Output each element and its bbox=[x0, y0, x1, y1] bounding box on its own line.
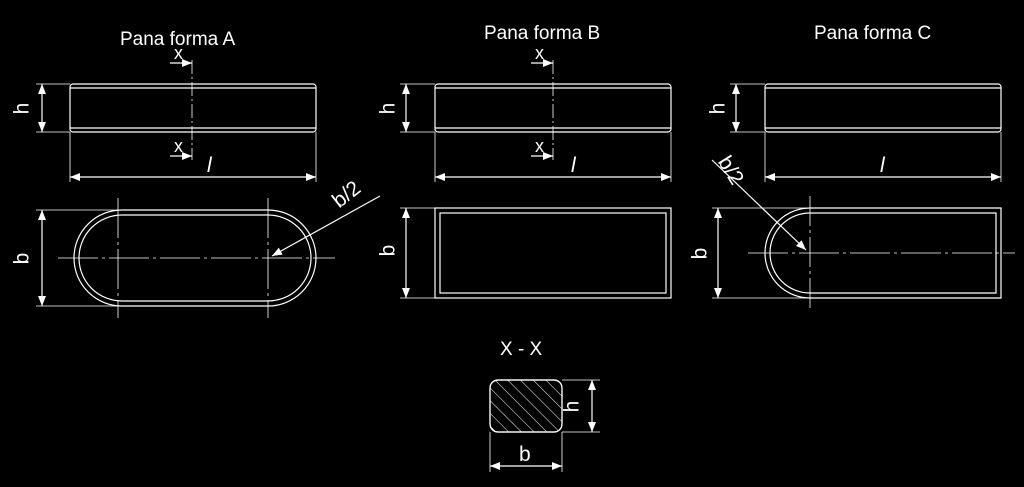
form-c-side-view bbox=[730, 83, 1002, 182]
section-h-label: h bbox=[560, 400, 584, 413]
form-c-b-label: b bbox=[688, 247, 712, 260]
section-x-x-view bbox=[489, 379, 600, 472]
form-a-h-label: h bbox=[10, 102, 34, 115]
form-b-h-label: h bbox=[376, 102, 400, 115]
form-b-title: Pana forma B bbox=[484, 23, 601, 44]
form-a-b-label: b bbox=[10, 252, 34, 265]
form-a-top-view bbox=[36, 195, 381, 318]
form-c-top-view bbox=[711, 159, 1015, 310]
section-b-label: b bbox=[519, 443, 531, 466]
form-a-side-view bbox=[36, 59, 317, 182]
form-b-l-label: l bbox=[571, 154, 576, 177]
form-b-x-top-label: x bbox=[535, 43, 544, 63]
form-c-title: Pana forma C bbox=[814, 23, 932, 44]
form-c-l-label: l bbox=[880, 154, 885, 177]
form-b-b-label: b bbox=[376, 244, 400, 257]
form-a-x-bottom-label: x bbox=[174, 136, 183, 156]
form-a-l-label: l bbox=[207, 154, 212, 177]
section-title: X - X bbox=[500, 339, 543, 360]
form-a-title: Pana forma A bbox=[120, 29, 236, 50]
form-b-top-view bbox=[400, 207, 672, 299]
form-b-side-view bbox=[400, 59, 672, 182]
form-c-h-label: h bbox=[706, 102, 730, 115]
form-b-x-bottom-label: x bbox=[535, 136, 544, 156]
form-a-x-top-label: x bbox=[174, 43, 183, 63]
